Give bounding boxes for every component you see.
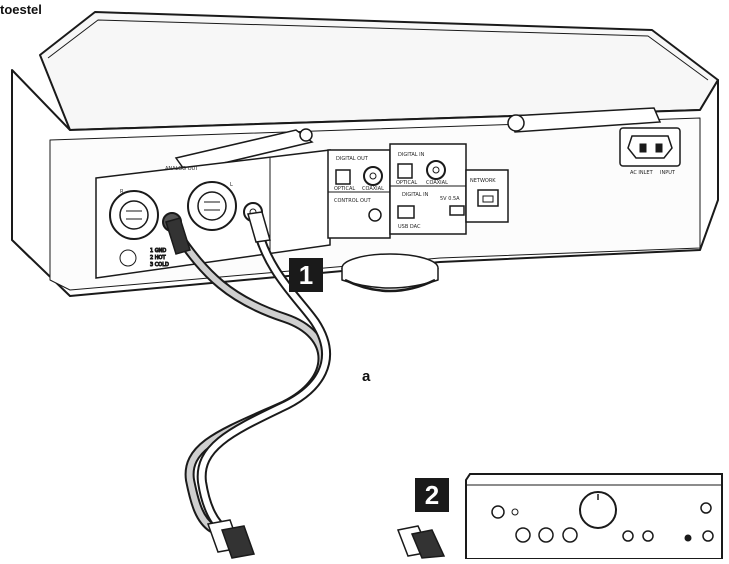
- control-out-label: CONTROL OUT: [334, 198, 372, 204]
- page-title: toestel: [0, 2, 42, 17]
- step-2-badge: 2: [415, 478, 449, 512]
- step-1-badge: 1: [289, 258, 323, 292]
- amp-power-button: [491, 505, 505, 519]
- optical-in-label: OPTICAL: [396, 180, 417, 186]
- coaxial-out-label: COAXIAL: [362, 186, 384, 192]
- svg-text:2 HOT: 2 HOT: [150, 255, 166, 261]
- digital-in-label: DIGITAL IN: [398, 152, 425, 158]
- ac-inlet: [619, 127, 681, 167]
- rca-plugs-device-end: [165, 211, 271, 255]
- ac-inlet-label: AC INLET: [630, 170, 654, 176]
- power-input-label: INPUT: [660, 170, 676, 176]
- analog-out-label: ANALOG OUT: [165, 166, 199, 172]
- coaxial-in-label: COAXIAL: [426, 180, 448, 186]
- usb-dac-label: USB DAC: [398, 224, 421, 230]
- svg-text:3 COLD: 3 COLD: [150, 262, 169, 268]
- network-label: NETWORK: [470, 178, 496, 184]
- cable-label: a: [362, 368, 371, 385]
- pin-legend-text: 1 GND: [150, 248, 166, 254]
- antenna-left: [174, 128, 314, 173]
- channel-r-label: R: [120, 189, 124, 195]
- digital-out-label: DIGITAL OUT: [336, 156, 369, 162]
- amplifier: [465, 473, 723, 560]
- network-panel: [465, 169, 509, 223]
- optical-out-label: OPTICAL: [334, 186, 355, 192]
- amp-volume-knob: [579, 491, 617, 529]
- rca-cable: [171, 217, 331, 535]
- rca-plugs-amp-end: [206, 519, 446, 559]
- channel-l-label: L: [230, 182, 233, 188]
- antenna-right: [507, 107, 662, 133]
- usb-power-label: 5V 0.5A: [440, 196, 460, 202]
- digital-out-panel: [327, 149, 391, 239]
- usb-digital-in-label: DIGITAL IN: [402, 192, 429, 198]
